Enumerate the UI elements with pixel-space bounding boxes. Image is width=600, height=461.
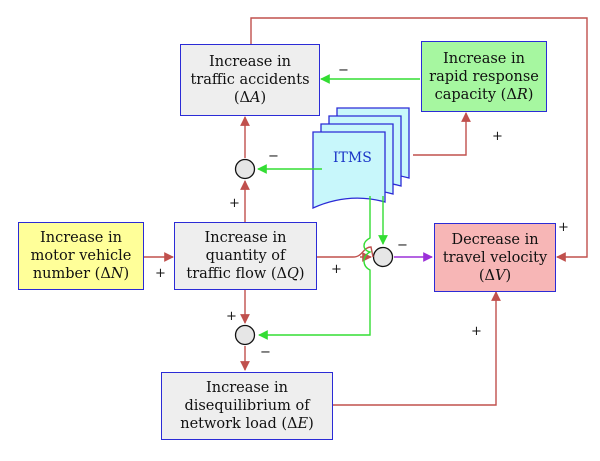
node-motor-vehicle: Increase in motor vehicle number (ΔN) [18,222,144,290]
node-network-disequilibrium-line3: network load (ΔE) [180,416,314,432]
itms-document-stack [312,107,410,209]
node-traffic-accidents-line3: (ΔA) [233,90,267,106]
sign-response-to-accidents: − [338,63,349,78]
node-rapid-response-line1: Increase in [443,50,525,67]
sign-itms-to-sum-bottom: − [260,345,271,360]
edge-itms-to-response [413,112,471,156]
node-rapid-response: Increase in rapid response capacity (ΔR) [421,41,547,112]
node-traffic-flow: Increase in quantity of traffic flow (ΔQ… [174,222,317,290]
node-network-disequilibrium: Increase in disequilibrium of network lo… [161,372,333,440]
node-traffic-accidents: Increase in traffic accidents (ΔA) [180,44,320,116]
node-travel-velocity-line1: Decrease in [451,231,539,248]
edge-disequilibrium-to-velocity [333,291,501,406]
sign-itms-to-response: + [492,129,503,144]
sign-itms-to-sum-top: − [268,149,279,164]
node-traffic-flow-line1: Increase in [204,230,287,246]
itms-label: ITMS [333,150,372,166]
node-traffic-accidents-line2: traffic accidents [190,72,310,88]
node-traffic-accidents-line1: Increase in [209,54,291,70]
sum-node-bottom [234,324,256,346]
sum-node-top [234,158,256,180]
sign-flow-to-sum-top: + [229,196,240,211]
sign-accidents-to-velocity: + [558,220,569,235]
node-network-disequilibrium-line2: disequilibrium of [184,398,310,414]
sign-vehicle-to-flow: + [155,266,166,281]
node-traffic-flow-line2: quantity of [205,248,286,264]
edge-accidents-to-velocity [250,17,588,262]
node-motor-vehicle-line3: number (ΔN) [32,266,130,282]
edge-flow-to-sum-velocity [317,246,374,258]
node-network-disequilibrium-line1: Increase in [206,380,288,396]
node-rapid-response-line3: capacity (ΔR) [434,86,534,103]
node-motor-vehicle-line1: Increase in [40,230,122,246]
sign-disequilibrium-to-velocity: + [471,324,482,339]
node-travel-velocity: Decrease in travel velocity (ΔV) [434,223,556,292]
sum-node-velocity [372,246,394,268]
edge-itms-to-sum-bottom [258,196,373,340]
node-rapid-response-line2: rapid response [429,68,539,85]
node-motor-vehicle-line2: motor vehicle [30,248,132,264]
node-travel-velocity-line2: travel velocity [442,249,548,266]
sign-itms-to-sum-velocity: − [397,238,408,253]
node-traffic-flow-line3: traffic flow (ΔQ) [186,266,305,282]
sign-flow-to-velocity: + [331,262,342,277]
node-travel-velocity-line3: (ΔV) [478,267,512,284]
sign-flow-to-sum-bottom: + [226,309,237,324]
